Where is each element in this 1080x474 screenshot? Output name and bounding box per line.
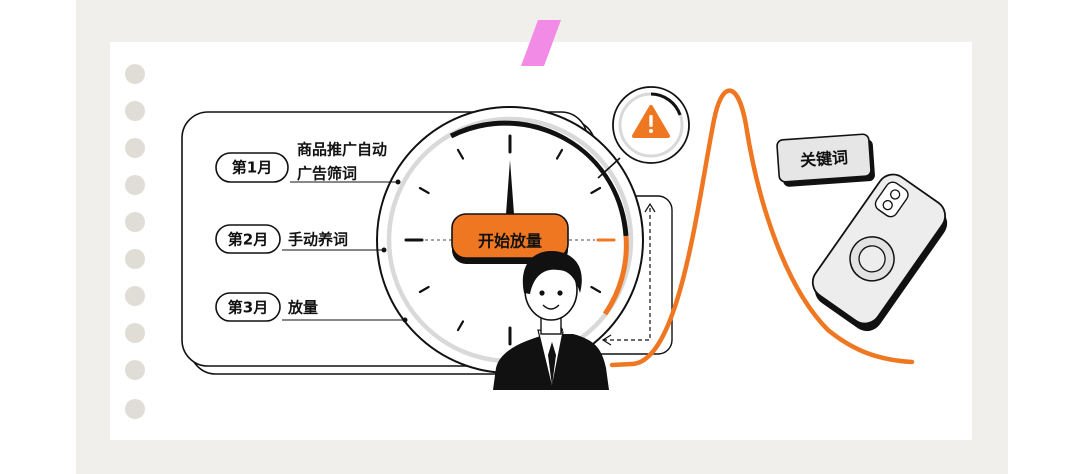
warning-gauge bbox=[597, 86, 690, 179]
dial-needle bbox=[506, 160, 514, 214]
dial-tick bbox=[456, 148, 465, 160]
start-scaling-button[interactable]: 开始放量 bbox=[451, 213, 569, 264]
dial-tick bbox=[418, 186, 430, 195]
businessman-avatar-icon bbox=[493, 250, 609, 390]
start-scaling-label: 开始放量 bbox=[478, 232, 542, 251]
warning-triangle-icon bbox=[632, 105, 670, 138]
notebook-holes bbox=[125, 64, 145, 419]
step-1-text-line1: 商品推广自动 bbox=[297, 141, 387, 159]
step-row-3: 第3月 放量 bbox=[215, 292, 405, 322]
tape-strip bbox=[521, 20, 561, 66]
dial-tick bbox=[456, 320, 465, 332]
dashed-arrow bbox=[601, 202, 656, 346]
step-1-text-line2: 广告筛词 bbox=[297, 165, 357, 183]
progress-arc-orange bbox=[602, 235, 629, 316]
dial-tick bbox=[555, 148, 564, 160]
step-row-2: 第2月 手动养词 bbox=[215, 224, 384, 254]
dial-tick bbox=[590, 186, 602, 195]
dial-tick bbox=[418, 285, 430, 294]
step-3-badge: 第3月 bbox=[228, 299, 268, 317]
keyword-tag: 关键词 bbox=[776, 133, 875, 187]
step-2-badge: 第2月 bbox=[228, 231, 268, 249]
step-3-text: 放量 bbox=[287, 299, 318, 317]
step-1-badge: 第1月 bbox=[232, 159, 272, 177]
growth-spike-curve bbox=[609, 88, 915, 368]
step-row-1: 第1月 商品推广自动 广告筛词 bbox=[215, 141, 398, 183]
phone-icon bbox=[811, 173, 948, 332]
dial-ticks bbox=[404, 134, 616, 346]
keyword-tag-label: 关键词 bbox=[799, 148, 848, 170]
progress-arc-dark bbox=[449, 120, 629, 237]
dial-tick bbox=[590, 285, 602, 294]
step-2-text: 手动养词 bbox=[288, 231, 348, 249]
